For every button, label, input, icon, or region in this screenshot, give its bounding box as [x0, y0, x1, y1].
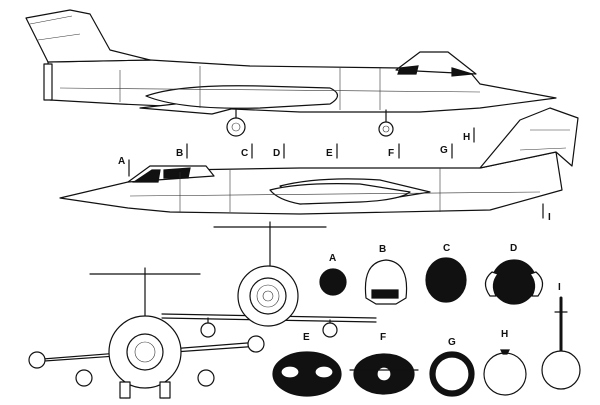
section-label-e: E [303, 332, 310, 343]
label-h: H [463, 132, 470, 143]
wingtip-tank-left [28, 351, 46, 369]
section-label-b: B [379, 244, 386, 255]
section-h-shape [483, 352, 527, 396]
section-c-shape [425, 257, 467, 303]
label-g: G [440, 145, 448, 156]
section-label-d: D [510, 243, 517, 254]
label-a: A [118, 156, 125, 167]
label-i: I [548, 212, 551, 223]
section-label-g: G [448, 337, 456, 348]
section-a-shape [319, 268, 347, 296]
label-b: B [176, 148, 183, 159]
section-i-shape [541, 350, 581, 390]
section-label-i: I [558, 282, 561, 293]
side-view-lower: A B C D E F G H I [59, 107, 579, 223]
wingtip-tank-right [247, 335, 265, 353]
label-f: F [388, 148, 394, 159]
section-label-a: A [329, 253, 336, 264]
section-label-h: H [501, 329, 508, 340]
tail-fin-lower [479, 107, 579, 169]
section-d-shape [491, 259, 537, 305]
label-e: E [326, 148, 333, 159]
front-view [28, 267, 265, 399]
section-e-shape [272, 351, 342, 397]
tail-fin-upper [25, 9, 151, 63]
section-label-c: C [443, 243, 450, 254]
side-view-upper [25, 9, 557, 137]
external-tank-upper [145, 85, 339, 109]
label-d: D [273, 148, 280, 159]
rear-view [161, 221, 377, 338]
nose-wheel-upper [378, 121, 394, 137]
section-label-f: F [380, 332, 386, 343]
main-wheel-upper [226, 117, 246, 137]
label-c: C [241, 148, 248, 159]
cross-sections: A B C D E F G H I [272, 243, 581, 397]
